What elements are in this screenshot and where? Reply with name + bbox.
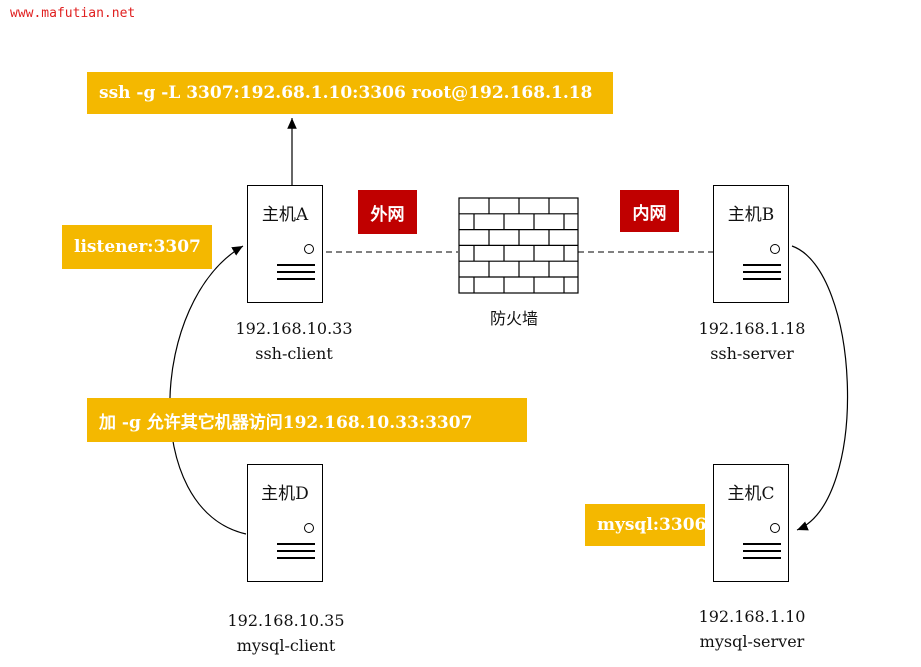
- host-a: 主机A: [247, 185, 323, 303]
- host-c-ip: 192.168.1.10: [698, 607, 806, 626]
- host-b: 主机B: [713, 185, 789, 303]
- host-d-ip: 192.168.10.35: [227, 611, 345, 630]
- listener-box: listener:3307: [62, 225, 212, 269]
- gateway-note-box: 加 -g 允许其它机器访问192.168.10.33:3307: [87, 398, 527, 442]
- listener-text: listener:3307: [74, 237, 201, 257]
- host-c-role: mysql-server: [699, 632, 805, 651]
- firewall-label: 防火墙: [490, 309, 539, 328]
- zone-inner-label: 内网: [632, 203, 667, 224]
- zone-outer-badge: 外网: [358, 190, 417, 234]
- zone-inner-badge: 内网: [620, 190, 679, 232]
- host-c-caption: 192.168.1.10 mysql-server: [662, 604, 842, 654]
- watermark: www.mafutian.net: [10, 6, 136, 21]
- host-b-role: ssh-server: [710, 344, 794, 363]
- host-b-caption: 192.168.1.18 ssh-server: [662, 316, 842, 366]
- host-a-ip: 192.168.10.33: [235, 319, 353, 338]
- host-a-role: ssh-client: [255, 344, 333, 363]
- drive-bays-icon: [277, 543, 315, 564]
- host-b-ip: 192.168.1.18: [698, 319, 806, 338]
- gateway-note-text: 加 -g 允许其它机器访问192.168.10.33:3307: [99, 412, 473, 433]
- host-a-caption: 192.168.10.33 ssh-client: [204, 316, 384, 366]
- power-led-icon: [304, 523, 314, 533]
- arrow-d-to-a: [169, 245, 247, 535]
- mysql-port-box: mysql:3306: [585, 504, 707, 546]
- host-d-name: 主机D: [261, 484, 309, 504]
- ssh-command-box: ssh -g -L 3307:192.68.1.10:3306 root@192…: [87, 72, 613, 114]
- ssh-command-text: ssh -g -L 3307:192.68.1.10:3306 root@192…: [99, 83, 593, 103]
- host-d-caption: 192.168.10.35 mysql-client: [196, 608, 376, 658]
- drive-bays-icon: [743, 543, 781, 564]
- drive-bays-icon: [277, 264, 315, 285]
- power-led-icon: [770, 244, 780, 254]
- drive-bays-icon: [743, 264, 781, 285]
- power-led-icon: [304, 244, 314, 254]
- host-c: 主机C: [713, 464, 789, 582]
- power-led-icon: [770, 523, 780, 533]
- host-b-name: 主机B: [727, 205, 775, 225]
- host-d: 主机D: [247, 464, 323, 582]
- mysql-port-text: mysql:3306: [597, 515, 707, 535]
- host-d-role: mysql-client: [236, 636, 336, 655]
- host-a-name: 主机A: [261, 205, 309, 225]
- firewall-icon: [458, 197, 579, 294]
- arrow-b-to-c: [791, 245, 849, 531]
- zone-outer-label: 外网: [370, 204, 405, 225]
- host-c-name: 主机C: [727, 484, 775, 504]
